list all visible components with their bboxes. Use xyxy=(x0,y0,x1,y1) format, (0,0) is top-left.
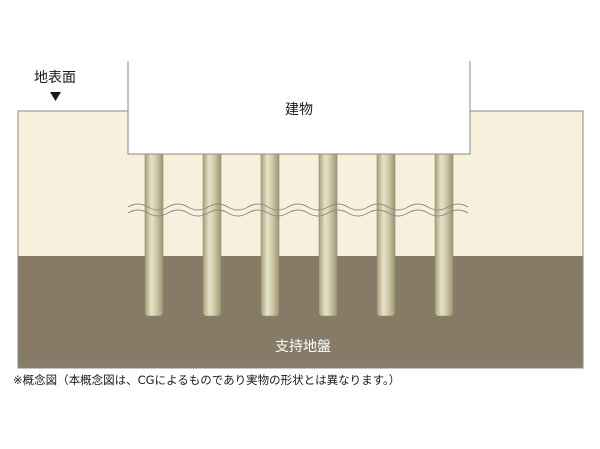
bearing-stratum-label: 支持地盤 xyxy=(275,339,331,355)
ground-surface-marker-icon xyxy=(50,92,61,101)
pile-6 xyxy=(434,151,454,317)
pile-1 xyxy=(144,151,164,317)
building-block xyxy=(127,59,471,155)
pile-5 xyxy=(376,151,396,317)
concept-note: ※概念図（本概念図は、CGによるものであり実物の形状とは異なります。） xyxy=(13,373,400,387)
pile-2 xyxy=(202,151,222,317)
break-line xyxy=(127,203,469,217)
piles-group xyxy=(144,151,454,317)
ground-surface-label: 地表面 xyxy=(34,70,76,86)
bearing-stratum-layer xyxy=(18,256,583,368)
pile-3 xyxy=(260,151,280,317)
pile-4 xyxy=(318,151,338,317)
building-label: 建物 xyxy=(285,102,313,118)
